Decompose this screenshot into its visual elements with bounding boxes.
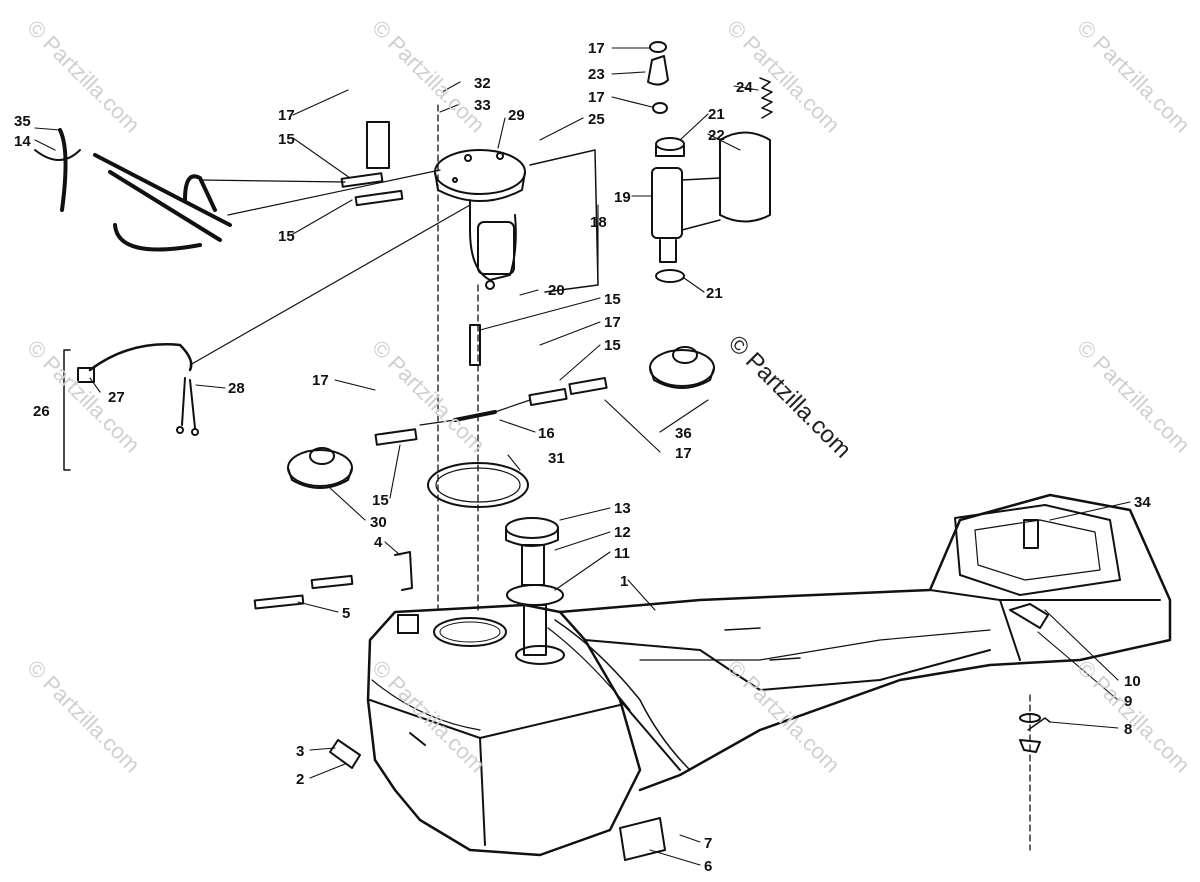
callout-17: 17 xyxy=(675,445,692,462)
callout-21: 21 xyxy=(706,285,723,302)
callout-3: 3 xyxy=(296,743,305,760)
callout-24: 24 xyxy=(736,79,753,96)
callout-13: 13 xyxy=(614,500,631,517)
callout-15: 15 xyxy=(604,291,621,308)
callout-15: 15 xyxy=(604,337,621,354)
callout-2: 2 xyxy=(296,771,305,788)
callout-4: 4 xyxy=(374,534,383,551)
gasket-ring xyxy=(427,462,529,508)
pump-components xyxy=(647,41,773,283)
callout-36: 36 xyxy=(675,425,692,442)
wiring-harness xyxy=(63,343,199,471)
callout-35: 35 xyxy=(14,113,31,130)
callout-10: 10 xyxy=(1124,673,1141,690)
callout-11: 11 xyxy=(614,545,630,562)
callout-15: 15 xyxy=(278,131,295,148)
callout-34: 34 xyxy=(1134,494,1151,511)
callout-28: 28 xyxy=(228,380,245,397)
callout-6: 6 xyxy=(704,858,713,875)
callout-1: 1 xyxy=(620,573,629,590)
callout-30: 30 xyxy=(370,514,387,531)
callout-26: 26 xyxy=(33,403,50,420)
callout-12: 12 xyxy=(614,524,631,541)
small-hardware xyxy=(253,519,1051,861)
fuel-tank-body xyxy=(366,493,1172,857)
filler-cap-assembly xyxy=(505,517,564,656)
callout-17: 17 xyxy=(588,40,605,57)
callout-17: 17 xyxy=(278,107,295,124)
callout-7: 7 xyxy=(704,835,713,852)
callout-14: 14 xyxy=(14,133,31,150)
callout-16: 16 xyxy=(538,425,555,442)
callout-9: 9 xyxy=(1124,693,1133,710)
callout-29: 29 xyxy=(508,107,525,124)
fuel-pump-assembly xyxy=(434,104,599,611)
callout-17: 17 xyxy=(604,314,621,331)
callout-23: 23 xyxy=(588,66,605,83)
callout-25: 25 xyxy=(588,111,605,128)
callout-8: 8 xyxy=(1124,721,1133,738)
callout-20: 20 xyxy=(548,282,565,299)
callout-15: 15 xyxy=(372,492,389,509)
vent-valves xyxy=(287,346,715,489)
callout-19: 19 xyxy=(614,189,631,206)
fuel-hoses xyxy=(34,121,608,446)
callout-33: 33 xyxy=(474,97,491,114)
callout-21: 21 xyxy=(708,106,725,123)
callout-18: 18 xyxy=(590,214,607,231)
callout-22: 22 xyxy=(708,127,725,144)
callout-5: 5 xyxy=(342,605,351,622)
callout-32: 32 xyxy=(474,75,491,92)
callout-15: 15 xyxy=(278,228,295,245)
callout-17: 17 xyxy=(588,89,605,106)
leader-lines xyxy=(34,47,1131,866)
callout-27: 27 xyxy=(108,389,125,406)
callout-31: 31 xyxy=(548,450,565,467)
callout-17: 17 xyxy=(312,372,329,389)
